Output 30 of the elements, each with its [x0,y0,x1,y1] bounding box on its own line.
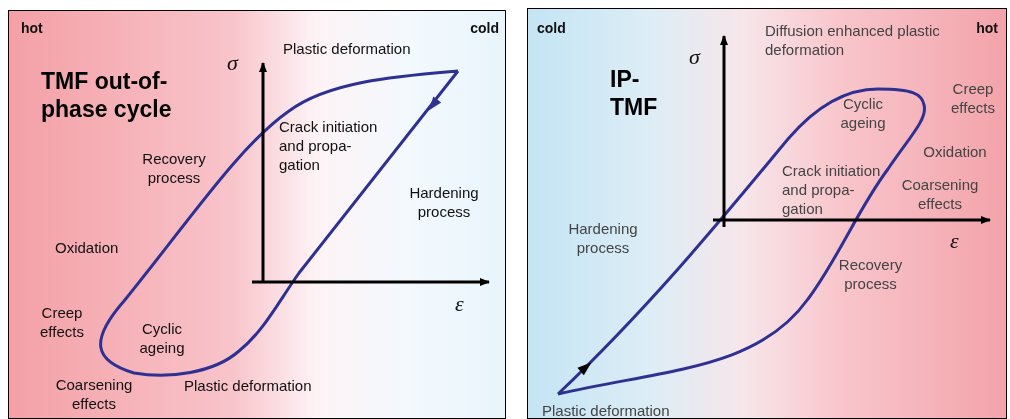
region-label: Creep effects [39,303,85,341]
region-label: Recovery process [141,149,207,187]
strain-symbol: ε [950,229,960,253]
region-label: Cyclic ageing [839,94,887,132]
panel-title: TMF out-of- phase cycle [41,67,173,123]
region-label: Diffusion enhanced plastic deformation [765,21,941,59]
region-label: Coarsening effects [54,375,134,413]
region-label: Cyclic ageing [138,319,186,357]
stress-symbol: σ [227,51,240,75]
temperature-label: hot [975,19,998,38]
region-label: Creep effects [950,79,996,117]
temperature-label: cold [469,19,499,38]
region-label: Coarsening effects [900,175,980,213]
region-label: Plastic deformation [184,376,313,395]
region-label: Plastic deformation [283,39,412,58]
region-label: Plastic deformation [542,401,671,418]
chart-panel [527,8,1007,419]
chart-panel [8,10,506,419]
region-label: Oxidation [55,238,120,257]
strain-symbol: ε [455,292,465,316]
temperature-label: cold [537,19,567,38]
stress-symbol: σ [689,45,702,69]
region-label: Hardening process [567,219,639,257]
region-label: Crack initiation and propa- gation [279,117,379,174]
region-label: Crack initiation and propa- gation [782,161,882,218]
region-label: Hardening process [408,183,480,221]
region-label: Oxidation [922,142,988,161]
temperature-label: hot [21,19,44,38]
panel-title: IP- TMF [610,65,659,121]
region-label: Recovery process [837,255,904,293]
